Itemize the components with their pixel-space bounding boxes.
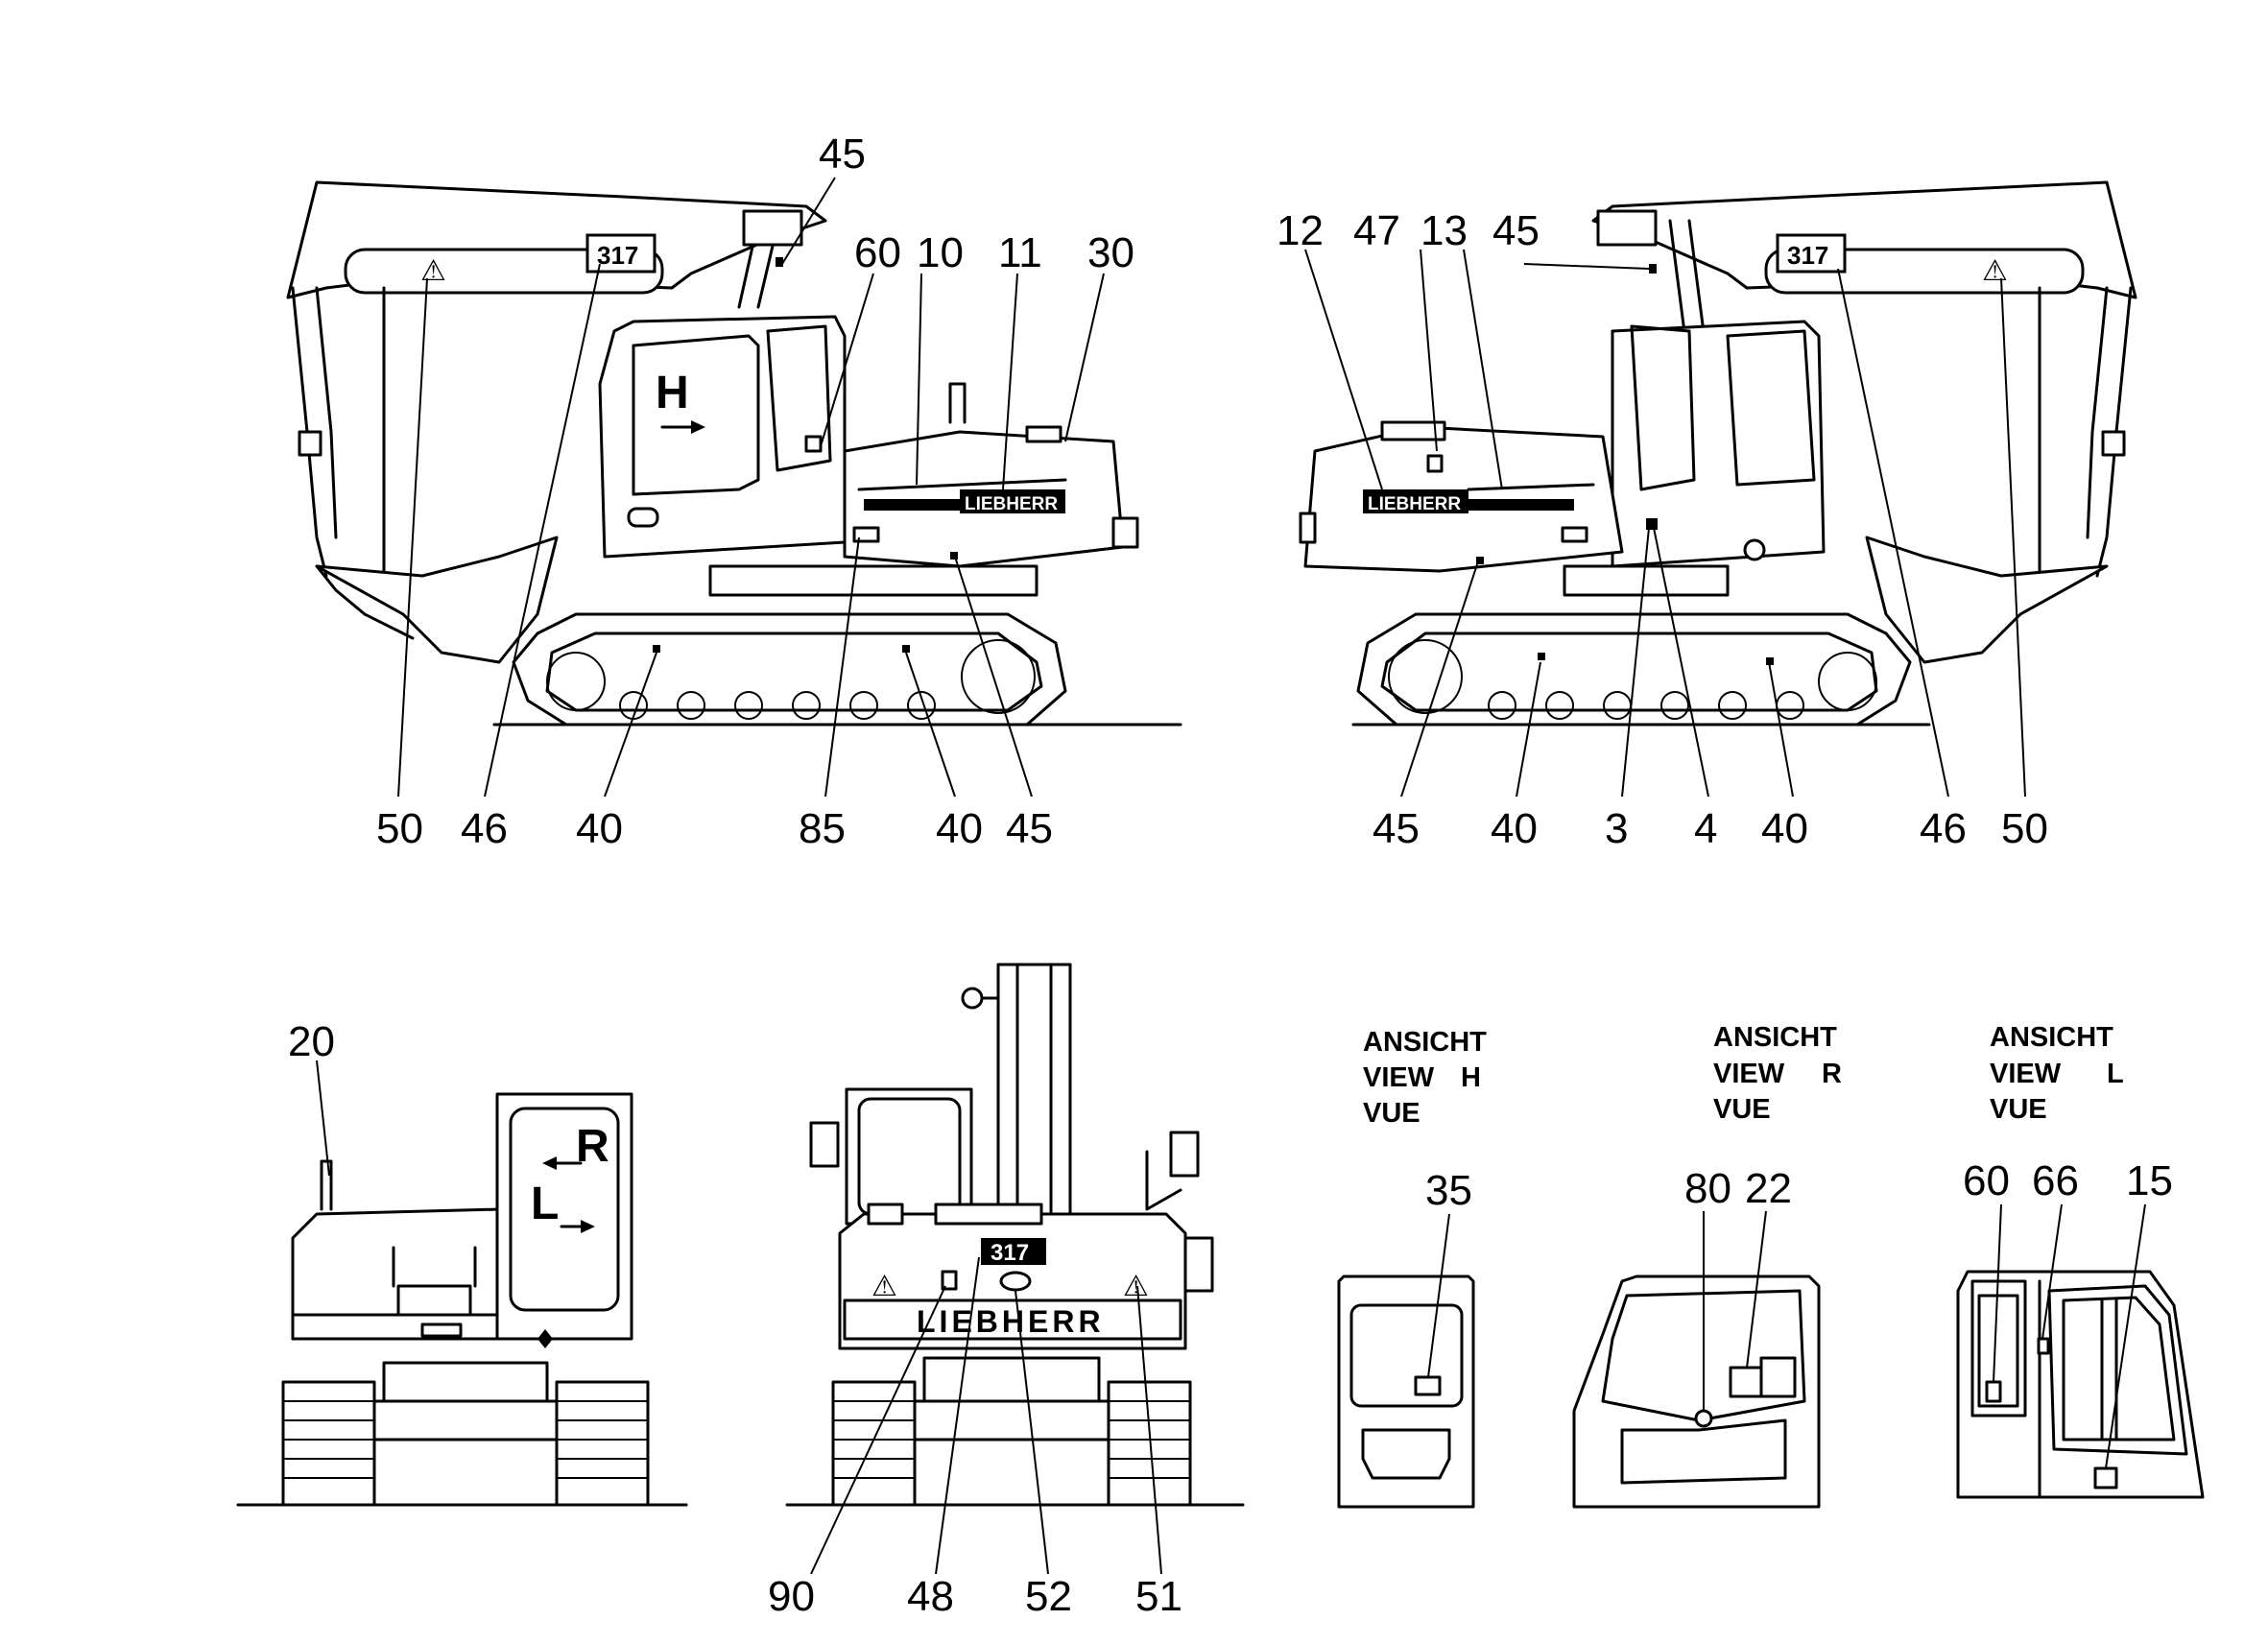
callout-view-l-60: 60 bbox=[1963, 1157, 2010, 1204]
callout-left-11: 11 bbox=[998, 229, 1042, 276]
rear-cab bbox=[495, 1092, 633, 1341]
brand-decal-right-text: LIEBHERR bbox=[1368, 494, 1461, 514]
model-decal-right-text: 317 bbox=[1787, 241, 1828, 270]
view-r-letter: R bbox=[1822, 1059, 1842, 1089]
callout-view-r-80: 80 bbox=[1684, 1165, 1731, 1212]
callout-left-60: 60 bbox=[854, 229, 901, 276]
front-model-decal bbox=[981, 1238, 1046, 1265]
callout-front-90: 90 bbox=[768, 1573, 815, 1620]
right-side-view: ⚠ 317 LIEBHERR bbox=[1277, 180, 2137, 852]
front-view: 317 LIEBHERR ⚠ ⚠ 90 48 52 51 bbox=[768, 963, 1245, 1620]
front-model-decal-text: 317 bbox=[991, 1240, 1029, 1266]
view-l-letter: L bbox=[2107, 1059, 2124, 1089]
view-h-view: VIEW bbox=[1363, 1062, 1435, 1093]
view-l-ansicht: ANSICHT bbox=[1990, 1022, 2113, 1053]
callout-right-47: 47 bbox=[1353, 207, 1400, 254]
cab-window bbox=[632, 334, 760, 496]
view-h-door bbox=[1337, 1275, 1475, 1509]
brand-decal-left-text: LIEBHERR bbox=[965, 494, 1058, 514]
detail-view-l: ANSICHT VIEW L VUE 60 66 15 bbox=[1956, 1022, 2205, 1499]
rear-track-left bbox=[281, 1380, 376, 1507]
callout-left-30: 30 bbox=[1087, 229, 1134, 276]
front-brand-decal bbox=[843, 1299, 1182, 1341]
view-h-letter: H bbox=[1461, 1062, 1481, 1093]
callout-front-52: 52 bbox=[1025, 1573, 1072, 1620]
callout-left-10: 10 bbox=[917, 229, 964, 276]
callout-left-46: 46 bbox=[461, 805, 508, 852]
callout-right-13: 13 bbox=[1420, 207, 1468, 254]
callout-left-45-top: 45 bbox=[819, 131, 866, 178]
rear-view: R L 20 bbox=[236, 1018, 688, 1507]
callout-right-40-b: 40 bbox=[1761, 805, 1808, 852]
arm bbox=[291, 286, 328, 578]
callout-front-51: 51 bbox=[1135, 1573, 1182, 1620]
view-r-view: VIEW bbox=[1713, 1059, 1785, 1089]
view-h-vue: VUE bbox=[1363, 1098, 1420, 1129]
marker-letter-h: H bbox=[656, 368, 689, 418]
callout-right-45-top: 45 bbox=[1492, 207, 1540, 254]
callout-right-4: 4 bbox=[1694, 805, 1717, 852]
callout-view-l-66: 66 bbox=[2032, 1157, 2079, 1204]
model-decal-text: 317 bbox=[597, 241, 638, 270]
view-r-ansicht: ANSICHT bbox=[1713, 1022, 1837, 1053]
callout-rear-20: 20 bbox=[288, 1018, 335, 1065]
front-cab bbox=[845, 1087, 973, 1226]
left-side-view: ⚠ 317 H LIEBHERR bbox=[286, 131, 1182, 852]
callout-left-40-a: 40 bbox=[576, 805, 623, 852]
callout-left-45-bottom: 45 bbox=[1006, 805, 1053, 852]
callout-right-50: 50 bbox=[2001, 805, 2048, 852]
callout-front-48: 48 bbox=[907, 1573, 954, 1620]
brand-decal-right bbox=[1363, 489, 1468, 513]
bucket bbox=[315, 536, 559, 664]
view-r-vue: VUE bbox=[1713, 1094, 1771, 1125]
callout-right-46: 46 bbox=[1920, 805, 1967, 852]
front-boom bbox=[996, 963, 1072, 1216]
marker-letter-l: L bbox=[531, 1179, 559, 1229]
detail-view-r: ANSICHT VIEW R VUE 80 22 bbox=[1572, 1022, 1842, 1509]
callout-left-85: 85 bbox=[799, 805, 846, 852]
model-decal-317 bbox=[585, 233, 657, 274]
front-warning-triangle-left: ⚠ bbox=[871, 1271, 897, 1302]
track-left bbox=[512, 612, 1067, 727]
view-h-ansicht: ANSICHT bbox=[1363, 1027, 1487, 1058]
callout-left-50: 50 bbox=[376, 805, 423, 852]
brand-decal-left bbox=[960, 489, 1065, 513]
callout-view-h-35: 35 bbox=[1425, 1167, 1472, 1214]
callout-left-40-b: 40 bbox=[936, 805, 983, 852]
detail-view-h: ANSICHT VIEW H VUE 35 bbox=[1337, 1027, 1487, 1509]
cab-right bbox=[1611, 320, 1826, 568]
rear-track-right bbox=[555, 1380, 650, 1507]
view-l-view: VIEW bbox=[1990, 1059, 2062, 1089]
view-l-vue: VUE bbox=[1990, 1094, 2047, 1125]
callout-right-3: 3 bbox=[1605, 805, 1628, 852]
callout-view-l-15: 15 bbox=[2126, 1157, 2173, 1204]
callout-right-45-bottom: 45 bbox=[1373, 805, 1420, 852]
boom-warning-triangle-right: ⚠ bbox=[1982, 255, 2008, 287]
callout-right-40-a: 40 bbox=[1491, 805, 1538, 852]
callout-view-r-22: 22 bbox=[1745, 1165, 1792, 1212]
bucket-right bbox=[1865, 536, 2109, 664]
view-r-door bbox=[1572, 1275, 1821, 1509]
boom-warning-triangle: ⚠ bbox=[420, 255, 446, 287]
callout-right-12: 12 bbox=[1277, 207, 1324, 254]
front-brand-decal-text: LIEBHERR bbox=[917, 1304, 1105, 1339]
front-warning-triangle-right: ⚠ bbox=[1123, 1271, 1149, 1302]
model-decal-317-right bbox=[1776, 233, 1847, 274]
